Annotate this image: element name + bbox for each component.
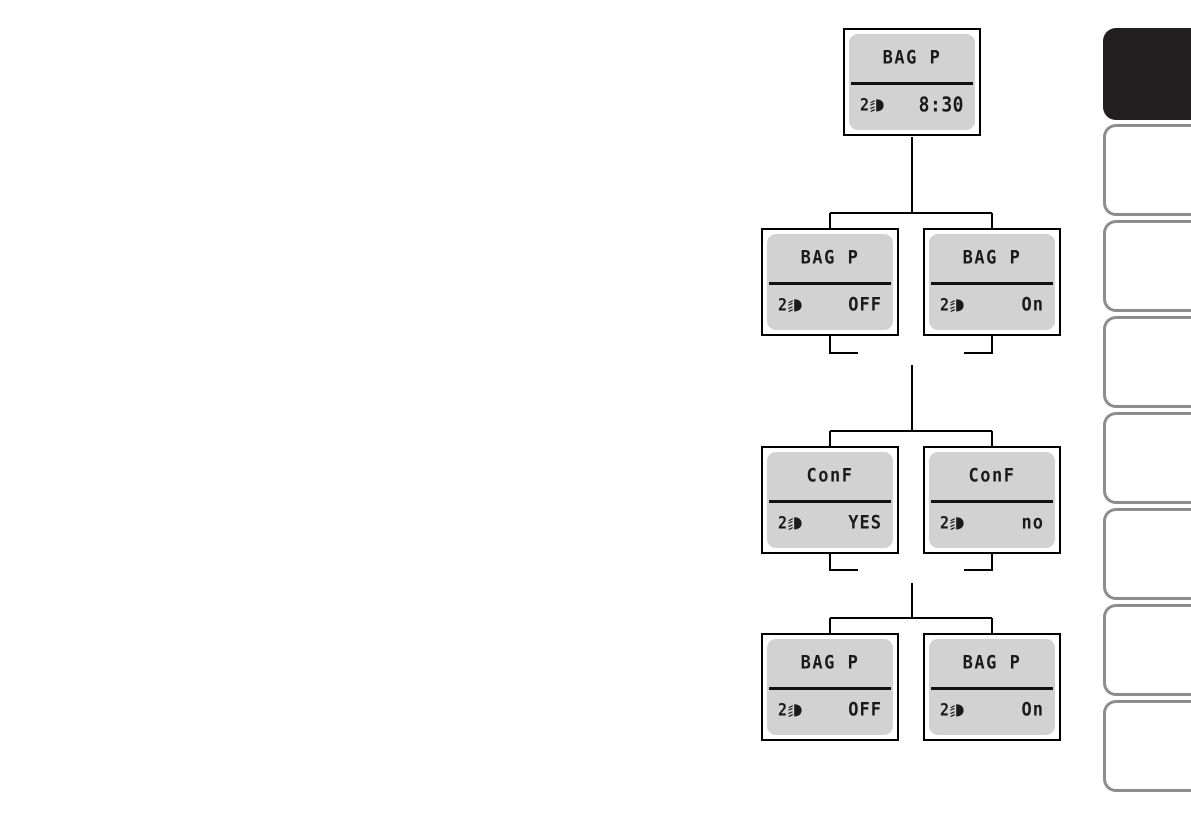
lcd-value: On [1021, 698, 1044, 722]
lcd-divider [769, 500, 891, 503]
lcd-title-row: BAG P [767, 234, 893, 282]
connector-line [829, 554, 858, 571]
lcd-title: ConF [968, 464, 1016, 488]
headlamp-icon [950, 298, 967, 313]
page-tab-6[interactable] [1103, 508, 1191, 600]
lcd-divider [931, 282, 1053, 285]
lcd-screen: BAG P 2 On [929, 639, 1055, 735]
lcd-screen: ConF 2 no [929, 452, 1055, 548]
headlamp-icon [788, 516, 805, 531]
lcd-status-row: 2 On [929, 687, 1055, 735]
page-tab-5[interactable] [1103, 412, 1191, 504]
lcd-screen: BAG P 2 8:30 [849, 34, 975, 130]
lcd-display-node: ConF 2 YES [761, 446, 899, 554]
connector-line [829, 336, 858, 354]
lcd-screen: ConF 2 YES [767, 452, 893, 548]
lcd-indicator-number: 2 [940, 513, 950, 533]
lcd-display-node: BAG P 2 OFF [761, 228, 899, 336]
lcd-divider [931, 687, 1053, 690]
page-tab-4[interactable] [1103, 316, 1191, 408]
headlamp-icon [950, 516, 967, 531]
lcd-title: BAG P [962, 651, 1022, 675]
lcd-value: YES [848, 511, 882, 535]
lcd-divider [769, 687, 891, 690]
lcd-value: 8:30 [918, 93, 964, 117]
lcd-indicator-number: 2 [860, 95, 870, 115]
lcd-screen: BAG P 2 OFF [767, 639, 893, 735]
lcd-title: ConF [806, 464, 854, 488]
lcd-title: BAG P [962, 246, 1022, 270]
page-tab-2[interactable] [1103, 124, 1191, 216]
lcd-indicator-group: 2 [778, 295, 805, 315]
page-section-tabs [1099, 0, 1191, 839]
lcd-indicator-number: 2 [778, 700, 788, 720]
lcd-title: BAG P [800, 246, 860, 270]
lcd-indicator-group: 2 [940, 295, 967, 315]
lcd-display-node: ConF 2 no [923, 446, 1061, 554]
lcd-value: On [1021, 293, 1044, 317]
lcd-title-row: BAG P [849, 34, 975, 82]
lcd-divider [851, 82, 973, 85]
lcd-status-row: 2 no [929, 500, 1055, 548]
lcd-indicator-number: 2 [778, 513, 788, 533]
lcd-value: OFF [848, 698, 882, 722]
connector-line [964, 336, 993, 354]
lcd-indicator-group: 2 [940, 700, 967, 720]
lcd-indicator-number: 2 [940, 295, 950, 315]
lcd-title-row: ConF [767, 452, 893, 500]
lcd-title-row: BAG P [929, 234, 1055, 282]
lcd-title-row: BAG P [929, 639, 1055, 687]
page-tab-7[interactable] [1103, 604, 1191, 696]
page-tab-1[interactable] [1103, 28, 1191, 120]
lcd-indicator-group: 2 [860, 95, 887, 115]
lcd-status-row: 2 8:30 [849, 82, 975, 130]
headlamp-icon [870, 98, 887, 113]
connector-line [964, 554, 993, 571]
lcd-indicator-group: 2 [778, 700, 805, 720]
lcd-screen: BAG P 2 On [929, 234, 1055, 330]
headlamp-icon [788, 298, 805, 313]
lcd-display-node: BAG P 2 On [923, 633, 1061, 741]
lcd-divider [931, 500, 1053, 503]
headlamp-icon [950, 703, 967, 718]
lcd-screen: BAG P 2 OFF [767, 234, 893, 330]
page-tab-3[interactable] [1103, 220, 1191, 312]
lcd-value: OFF [848, 293, 882, 317]
lcd-title-row: BAG P [767, 639, 893, 687]
lcd-indicator-number: 2 [778, 295, 788, 315]
lcd-indicator-group: 2 [940, 513, 967, 533]
lcd-value: no [1021, 511, 1044, 535]
lcd-indicator-number: 2 [940, 700, 950, 720]
lcd-display-node: BAG P 2 OFF [761, 633, 899, 741]
lcd-display-node: BAG P 2 On [923, 228, 1061, 336]
lcd-display-node: BAG P 2 8:30 [843, 28, 981, 136]
page-tab-8[interactable] [1103, 700, 1191, 792]
lcd-divider [769, 282, 891, 285]
lcd-title: BAG P [882, 46, 942, 70]
headlamp-icon [788, 703, 805, 718]
lcd-status-row: 2 OFF [767, 282, 893, 330]
lcd-status-row: 2 OFF [767, 687, 893, 735]
lcd-indicator-group: 2 [778, 513, 805, 533]
lcd-title: BAG P [800, 651, 860, 675]
lcd-status-row: 2 On [929, 282, 1055, 330]
lcd-status-row: 2 YES [767, 500, 893, 548]
lcd-title-row: ConF [929, 452, 1055, 500]
